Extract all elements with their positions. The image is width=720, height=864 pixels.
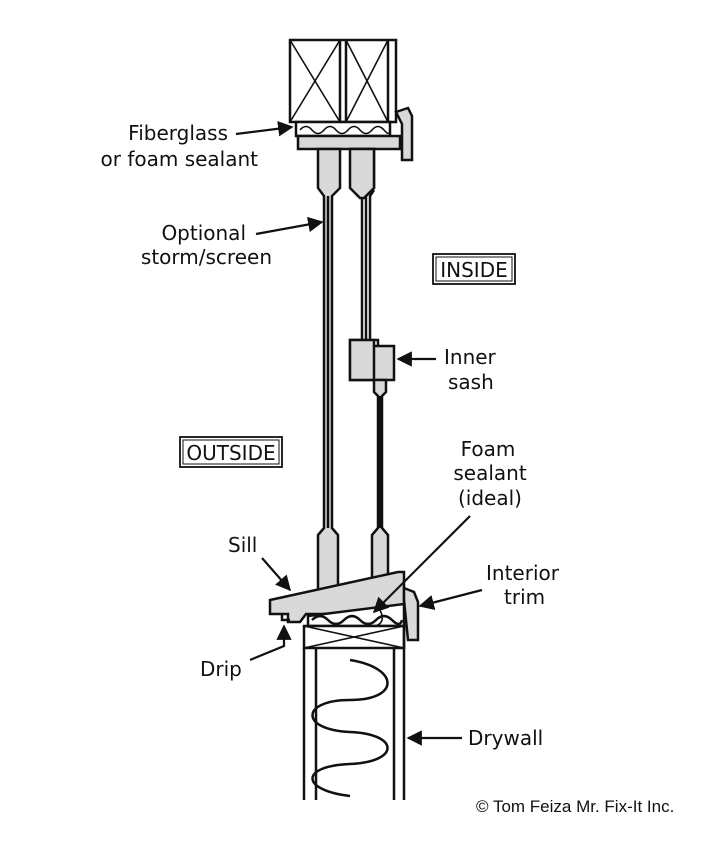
label-interior-trim-line2: trim xyxy=(504,585,545,609)
label-foam-line2: sealant xyxy=(453,461,526,485)
inside-label: INSIDE xyxy=(440,258,508,282)
label-sill: Sill xyxy=(228,533,257,557)
label-inner-sash-line2: sash xyxy=(448,370,494,394)
outside-label: OUTSIDE xyxy=(186,441,275,465)
label-drywall: Drywall xyxy=(468,726,543,750)
label-fiberglass-line2: or foam sealant xyxy=(101,147,259,171)
leader-drip xyxy=(249,624,292,662)
label-storm-line1: Optional xyxy=(161,221,246,245)
wall-framing xyxy=(302,624,406,800)
label-foam-line3: (ideal) xyxy=(458,486,522,510)
label-foam-line1: Foam xyxy=(461,437,516,461)
label-fiberglass-line1: Fiberglass xyxy=(128,121,228,145)
inner-sash xyxy=(348,147,396,592)
leader-interior-trim xyxy=(418,588,483,610)
label-drip: Drip xyxy=(200,657,242,681)
inside-badge: INSIDE xyxy=(432,253,516,285)
label-storm-line2: storm/screen xyxy=(141,245,272,269)
label-interior-trim-line1: Interior xyxy=(486,561,560,585)
leader-foam xyxy=(372,515,471,614)
storm-screen-panel xyxy=(316,147,342,592)
head-framing xyxy=(288,38,414,162)
leader-storm xyxy=(255,216,324,236)
leader-sill xyxy=(261,557,292,592)
label-inner-sash-line1: Inner xyxy=(444,345,497,369)
outside-badge: OUTSIDE xyxy=(179,436,283,468)
copyright-credit: © Tom Feiza Mr. Fix-It Inc. xyxy=(476,797,674,816)
leader-fiberglass xyxy=(235,121,294,137)
